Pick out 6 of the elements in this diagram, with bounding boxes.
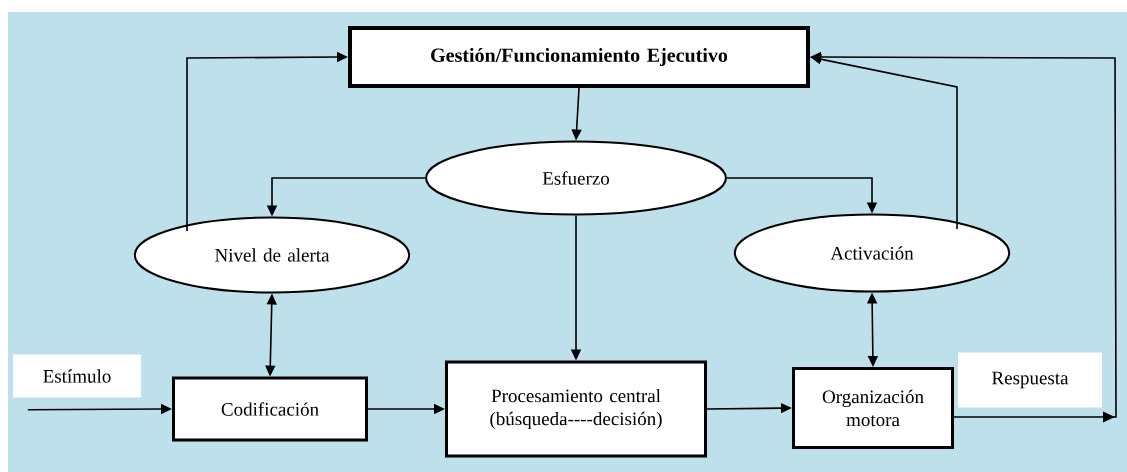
process-box: Codificación — [172, 376, 368, 442]
text-box: Estímulo — [13, 354, 141, 398]
text-box: Respuesta — [958, 352, 1102, 408]
process-box: Procesamiento central (búsqueda----decisión) — [445, 360, 707, 458]
process-box: Gestión/Funcionamiento Ejecutivo — [348, 26, 810, 88]
process-box: Organización motora — [792, 367, 954, 449]
